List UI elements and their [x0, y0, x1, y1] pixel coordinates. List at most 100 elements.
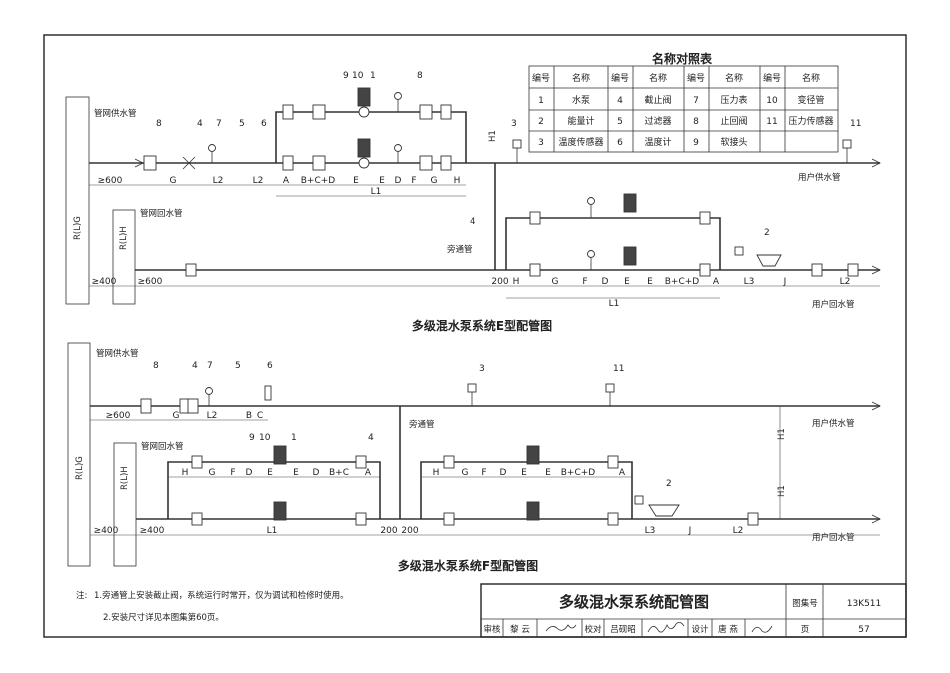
- legend-cell: 4: [617, 96, 623, 106]
- f-bypass-label: 旁通管: [409, 419, 435, 430]
- f-user-return-label: 用户回水管: [812, 532, 855, 543]
- f-bottom-dim-label: ≥400: [140, 526, 165, 536]
- legend-header-cell: 编号: [687, 72, 705, 84]
- legend-cell: 压力传感器: [788, 115, 833, 127]
- f-bottom-dim-label: L1: [267, 526, 278, 536]
- legend-header-cell: 编号: [611, 72, 629, 84]
- legend-cell: 7: [693, 96, 699, 106]
- svg-text:1: 1: [370, 71, 376, 81]
- e-height-label: H1: [488, 130, 498, 142]
- f-return-main-label: 管网回水管: [141, 441, 184, 452]
- legend-cell: 变径管: [797, 94, 824, 106]
- e-bottom-dim-label: ≥600: [138, 277, 163, 287]
- diagram-e: 管网供水管 管网回水管 R(L)G R(L)H: [65, 71, 881, 333]
- legend-header-cell: 名称: [572, 72, 590, 84]
- e-bottom-dim-label: D: [602, 277, 609, 287]
- legend-cell: 水泵: [572, 94, 590, 106]
- legend-cell: 8: [693, 117, 699, 127]
- legend-cell: 温度传感器: [558, 136, 603, 148]
- legend-cell: 2: [538, 117, 544, 127]
- legend-cell: 9: [693, 138, 699, 148]
- f-vert-label-g: R(L)G: [75, 456, 85, 480]
- page-no: 57: [858, 625, 869, 635]
- svg-text:1: 1: [291, 433, 297, 443]
- notes: 注: 1.旁通管上安装截止阀，系统运行时常开，仅为调试和检修时使用。 2.安装尺…: [76, 590, 349, 623]
- f-bottom-dim-label: ≥400: [94, 526, 119, 536]
- reviewer-signature: [545, 624, 577, 632]
- legend-cell: 5: [617, 117, 623, 127]
- f-right-dim-label: G: [462, 468, 469, 478]
- f-bottom-dim-label: J: [688, 526, 692, 536]
- review-label: 审核: [483, 624, 501, 635]
- f-right-dim-label: H: [433, 468, 440, 478]
- f-right-dim-label: B+C+D: [561, 468, 596, 478]
- title-block: 多级混水泵系统配管图 图集号 13K511 审核 黎 云 校对 吕砚昭 设计 唐…: [480, 583, 907, 638]
- svg-text:7: 7: [207, 361, 213, 371]
- svg-text:11: 11: [613, 364, 624, 374]
- legend-cell: 压力表: [720, 94, 747, 106]
- svg-text:10: 10: [259, 433, 271, 443]
- svg-text:9: 9: [249, 433, 255, 443]
- e-top-dim-label: L2: [213, 176, 224, 186]
- legend-cell: 软接头: [720, 136, 747, 148]
- e-top-dim-label: ≥600: [98, 176, 123, 186]
- drawing-title: 多级混水泵系统配管图: [559, 593, 709, 611]
- f-bottom-dim-label: L2: [733, 526, 744, 536]
- e-bottom-dim-label: H: [513, 277, 520, 287]
- f-left-dim-label: D: [246, 468, 253, 478]
- f-top-dim-label: G: [173, 411, 180, 421]
- drawing-frame: [43, 34, 907, 638]
- svg-text:8: 8: [417, 71, 423, 81]
- f-callouts: 8 4 7 5 6 3 11 9 10 1 4 2: [153, 361, 672, 489]
- e-caption: 多级混水泵系统E型配管图: [412, 318, 552, 333]
- legend-header-cell: 名称: [649, 72, 667, 84]
- svg-text:8: 8: [153, 361, 159, 371]
- e-vert-label-h: R(L)H: [119, 226, 129, 250]
- e-top-dim-label: L2: [253, 176, 264, 186]
- legend-header-cell: 名称: [802, 72, 820, 84]
- note-1: 1.旁通管上安装截止阀，系统运行时常开，仅为调试和检修时使用。: [94, 590, 349, 601]
- e-top-dim-label: G: [170, 176, 177, 186]
- f-caption: 多级混水泵系统F型配管图: [398, 558, 538, 573]
- f-left-dim-label: H: [182, 468, 189, 478]
- atlas-no: 13K511: [847, 599, 882, 609]
- e-top-dim-label: E: [353, 176, 359, 186]
- f-top-dim-label: L2: [207, 411, 218, 421]
- e-bottom-dim-label: A: [713, 277, 720, 287]
- legend-cell: 6: [617, 138, 623, 148]
- f-right-dim-label: D: [500, 468, 507, 478]
- f-vert-label-h: R(L)H: [120, 466, 130, 490]
- f-top-dim-label: B: [246, 411, 252, 421]
- e-bottom-dim-label: ≥400: [92, 277, 117, 287]
- svg-text:6: 6: [267, 361, 273, 371]
- checker: 吕砚昭: [610, 625, 636, 635]
- legend-cell: 能量计: [567, 115, 594, 127]
- f-top-dim-label: ≥600: [106, 411, 131, 421]
- e-bottom-dim-label: F: [582, 277, 587, 287]
- f-top-dim-label: C: [257, 411, 263, 421]
- e-top-dim-label: F: [411, 176, 416, 186]
- legend-cell: 温度计: [644, 136, 671, 148]
- e-dim-l1-top: L1: [371, 187, 382, 197]
- f-bottom-dim-label: L3: [645, 526, 656, 536]
- svg-text:7: 7: [216, 119, 222, 129]
- diagram-f: 管网供水管 管网回水管 R(L)G R(L)H: [67, 342, 881, 573]
- svg-text:2: 2: [764, 228, 770, 238]
- legend-cell: 10: [766, 96, 778, 106]
- legend-cell: 11: [766, 117, 777, 127]
- svg-text:8: 8: [156, 119, 162, 129]
- f-height-label-1: H1: [777, 428, 787, 440]
- e-bottom-dim-label: E: [647, 277, 653, 287]
- reviewer: 黎 云: [510, 624, 530, 635]
- svg-text:4: 4: [197, 119, 203, 129]
- e-callouts: 8 4 7 5 6 9 10 1 8 3 11 2: [156, 71, 861, 238]
- design-label: 设计: [691, 624, 709, 635]
- legend-cell: 过滤器: [644, 115, 671, 127]
- svg-text:9: 9: [343, 71, 349, 81]
- e-bottom-dim-label: 200: [491, 277, 508, 287]
- legend-header-cell: 名称: [725, 72, 743, 84]
- svg-text:4: 4: [368, 433, 374, 443]
- e-top-dim-label: D: [395, 176, 402, 186]
